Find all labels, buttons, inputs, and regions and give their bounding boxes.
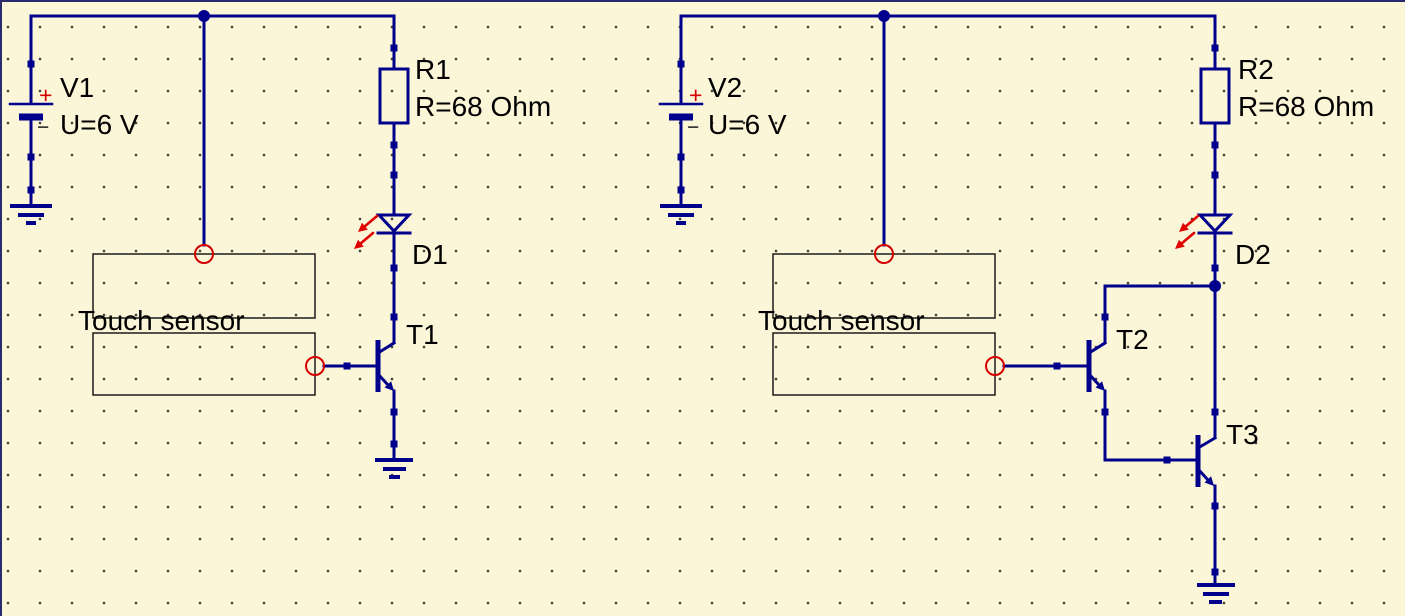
resistor-designator[interactable]: R1 xyxy=(415,54,451,85)
led-designator[interactable]: D1 xyxy=(412,239,448,270)
port-nodes xyxy=(27,44,398,448)
battery-symbol[interactable] xyxy=(8,102,54,121)
resistor-value[interactable]: R=68 Ohm xyxy=(415,91,552,122)
npn-transistor-symbol[interactable] xyxy=(1086,340,1108,392)
ground-symbol[interactable] xyxy=(375,458,413,479)
led-symbol[interactable] xyxy=(1175,213,1234,249)
battery-plus-sign: + xyxy=(39,82,53,108)
battery-minus-sign: − xyxy=(37,116,50,139)
right-circuit xyxy=(658,10,1235,604)
touch-sensor-label[interactable]: Touch sensor xyxy=(78,305,245,336)
touch-sensor-symbol[interactable] xyxy=(772,253,996,396)
source-value[interactable]: U=6 V xyxy=(708,109,787,140)
terminal-circle[interactable] xyxy=(305,356,325,376)
junction-dot xyxy=(1209,280,1221,292)
led-light-arrows-icon xyxy=(354,214,379,249)
battery-plus-sign: + xyxy=(689,82,703,108)
source-designator[interactable]: V1 xyxy=(60,72,95,103)
wire-t2-emitter-to-t3-base[interactable] xyxy=(1103,389,1200,462)
ground-symbol[interactable] xyxy=(660,204,702,225)
touch-sensor-label[interactable]: Touch sensor xyxy=(758,305,925,336)
resistor-value[interactable]: R=68 Ohm xyxy=(1238,91,1375,122)
ground-symbol[interactable] xyxy=(10,204,52,225)
left-circuit xyxy=(8,10,413,479)
port-nodes xyxy=(677,44,1219,576)
battery-symbol[interactable] xyxy=(658,102,704,121)
npn-transistor-symbol[interactable] xyxy=(375,340,397,392)
terminal-circle[interactable] xyxy=(194,244,214,264)
npn-transistor-symbol[interactable] xyxy=(1195,435,1218,487)
led-designator[interactable]: D2 xyxy=(1235,239,1271,270)
source-value[interactable]: U=6 V xyxy=(60,109,139,140)
source-designator[interactable]: V2 xyxy=(708,72,743,103)
transistor-designator[interactable]: T2 xyxy=(1116,324,1149,355)
resistor-symbol[interactable] xyxy=(378,67,410,125)
junction-dot xyxy=(198,10,210,22)
led-symbol[interactable] xyxy=(354,213,413,249)
junction-dot xyxy=(878,10,890,22)
ground-symbol[interactable] xyxy=(1197,583,1235,604)
resistor-designator[interactable]: R2 xyxy=(1238,54,1274,85)
battery-minus-sign: − xyxy=(687,116,700,139)
transistor-designator[interactable]: T3 xyxy=(1226,419,1259,450)
touch-sensor-symbol[interactable] xyxy=(92,253,316,396)
led-light-arrows-icon xyxy=(1175,214,1200,249)
transistor-designator[interactable]: T1 xyxy=(406,319,439,350)
wire-junction-left[interactable] xyxy=(1103,284,1217,344)
terminal-circle[interactable] xyxy=(985,356,1005,376)
terminal-circle[interactable] xyxy=(874,244,894,264)
resistor-symbol[interactable] xyxy=(1199,67,1231,125)
